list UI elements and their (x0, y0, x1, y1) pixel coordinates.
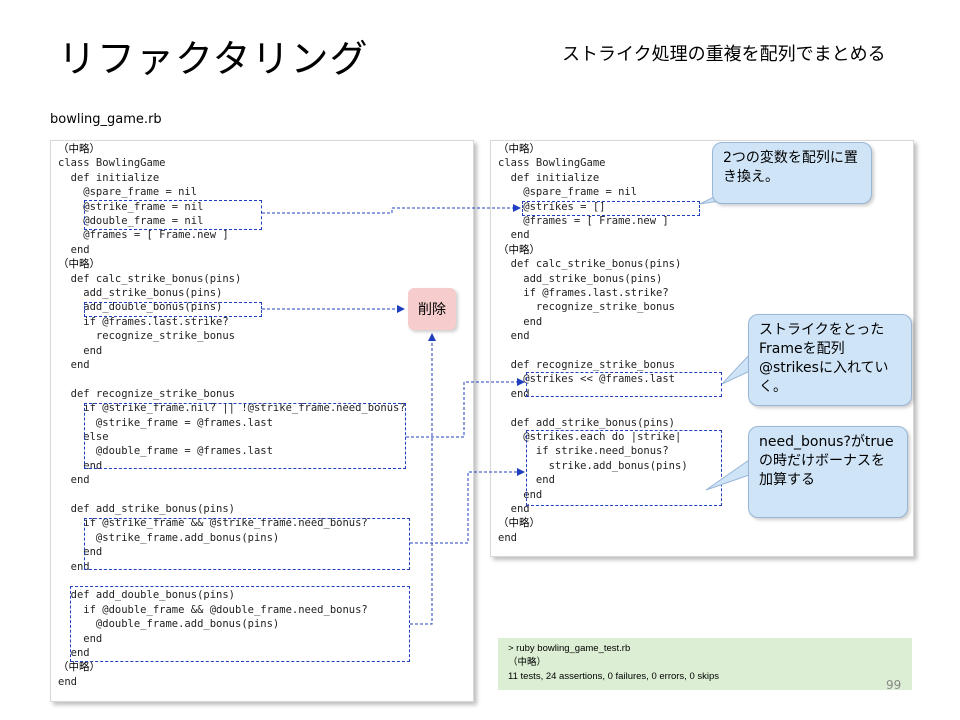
code-line: end (58, 675, 77, 688)
code-line: def add_strike_bonus(pins) (498, 416, 676, 429)
code-line: end (58, 647, 90, 659)
code-line: （中略） (58, 661, 100, 674)
code-line: def calc_strike_bonus(pins) (58, 272, 242, 285)
test-command: > ruby bowling_game_test.rb (508, 643, 631, 654)
code-line: （中略） (498, 517, 540, 530)
code-line: @double_frame = nil (58, 215, 204, 227)
code-line: @spare_frame = nil (498, 186, 638, 199)
test-result-box: > ruby bowling_game_test.rb （中略） 11 test… (498, 638, 912, 690)
code-line: if @strike_frame.nil? || !@strike_frame.… (58, 402, 406, 415)
code-line: end (58, 243, 90, 256)
code-line: @strike_frame = nil (58, 200, 204, 213)
code-line: end (498, 488, 543, 501)
slide-subtitle: ストライク処理の重複を配列でまとめる (562, 44, 886, 65)
left-code-panel (50, 140, 474, 702)
code-line: class BowlingGame (58, 157, 166, 170)
code-line: end (58, 546, 103, 559)
code-line: （中略） (498, 143, 540, 155)
code-line: @double_frame.add_bonus(pins) (58, 618, 280, 631)
code-line: def add_double_bonus(pins) (58, 589, 236, 602)
code-line: （中略） (58, 143, 100, 155)
recognize-branch-highlight (84, 403, 406, 469)
delete-badge: 削除 (408, 288, 456, 330)
code-line: else (58, 431, 109, 443)
code-line: @double_frame = @frames.last (58, 445, 273, 458)
code-line: @strike_frame.add_bonus(pins) (58, 531, 280, 544)
code-line: if @strike_frame && @strike_frame.need_b… (58, 517, 368, 530)
code-line: if @frames.last.strike? (498, 287, 669, 299)
callout-collect: ストライクをとったFrameを配列@strikesに入れていく。 (748, 314, 912, 406)
code-line: def calc_strike_bonus(pins) (498, 258, 682, 271)
code-line: if @double_frame && @double_frame.need_b… (58, 603, 368, 616)
code-line: @frames = [ Frame.new ] (498, 215, 669, 227)
code-line: @strikes << @frames.last (498, 373, 676, 386)
code-line: end (498, 503, 530, 515)
add-strike-body-highlight (84, 518, 410, 570)
test-omitted: （中略） (508, 657, 547, 668)
page-number: 99 (886, 678, 902, 692)
add-double-call-highlight (84, 302, 262, 317)
code-line: end (58, 474, 90, 487)
code-line: @strikes.each do |strike| (498, 431, 682, 443)
code-line: def initialize (58, 171, 160, 184)
code-line: end (498, 531, 517, 544)
code-line: end (498, 474, 555, 487)
code-line: end (498, 387, 530, 400)
code-line: def recognize_strike_bonus (498, 359, 676, 371)
code-line: if @frames.last.strike? (58, 315, 229, 328)
code-line: @spare_frame = nil (58, 186, 198, 199)
code-line: end (58, 344, 103, 357)
file-label: bowling_game.rb (50, 112, 162, 127)
code-line: recognize_strike_bonus (498, 301, 676, 314)
code-line: end (498, 315, 543, 328)
code-line: add_strike_bonus(pins) (58, 287, 223, 299)
code-line: add_double_bonus(pins) (58, 301, 223, 314)
strikes-each-highlight (526, 430, 722, 506)
code-line: add_strike_bonus(pins) (498, 272, 663, 285)
code-line: class BowlingGame (498, 157, 606, 170)
code-line: def add_strike_bonus(pins) (58, 503, 236, 515)
code-line: if strike.need_bonus? (498, 445, 669, 458)
code-line: recognize_strike_bonus (58, 330, 236, 343)
strikes-array-highlight (522, 201, 700, 216)
code-line: end (498, 330, 530, 343)
code-line: @strike_frame = @frames.last (58, 416, 273, 429)
add-double-method-highlight (70, 586, 410, 662)
code-line: end (58, 632, 103, 645)
code-line: @strikes = [] (498, 200, 606, 213)
code-line: @frames = [ Frame.new ] (58, 229, 229, 242)
strike-double-vars-highlight (84, 200, 262, 230)
callout-array: 2つの変数を配列に置き換え。 (712, 142, 872, 204)
code-line: def initialize (498, 171, 600, 184)
test-summary: 11 tests, 24 assertions, 0 failures, 0 e… (508, 671, 720, 682)
code-line: def recognize_strike_bonus (58, 387, 236, 400)
code-line: （中略） (498, 243, 540, 256)
code-line: （中略） (58, 258, 100, 271)
code-line: end (58, 359, 90, 371)
callout-bonus: need_bonus?がtrueの時だけボーナスを加算する (748, 426, 908, 518)
code-line: end (498, 229, 530, 242)
strikes-push-highlight (526, 372, 722, 397)
code-line: strike.add_bonus(pins) (498, 459, 688, 472)
slide-title: リファクタリング (58, 37, 369, 81)
